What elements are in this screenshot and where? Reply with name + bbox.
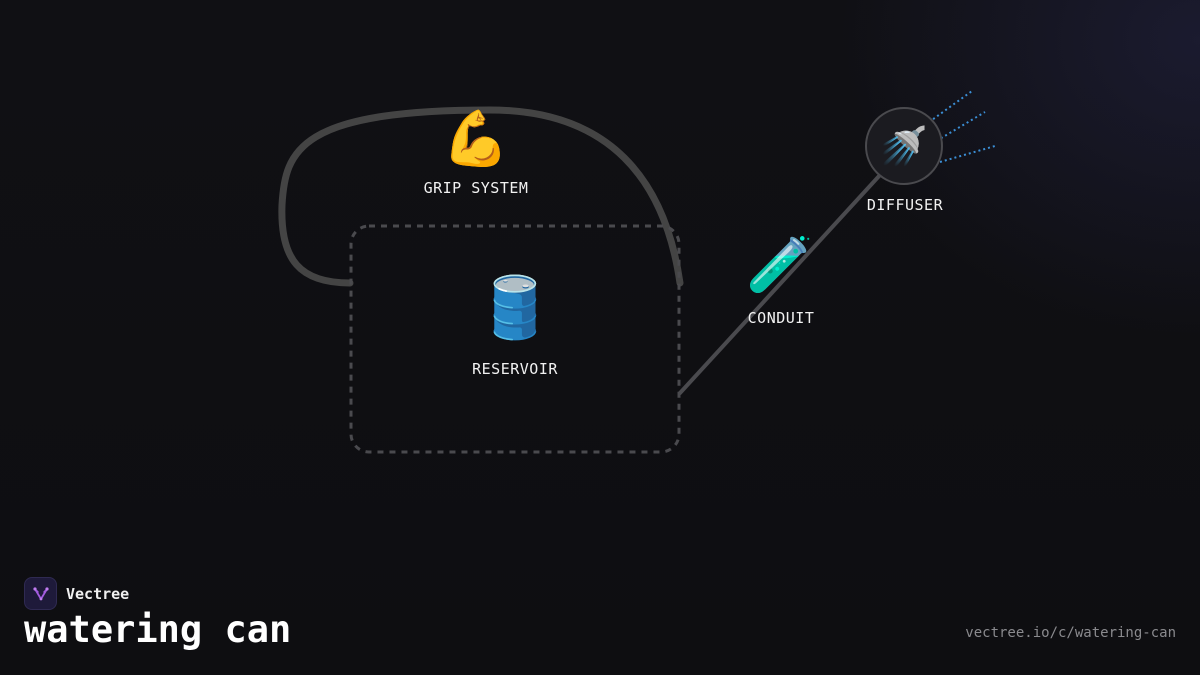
- reservoir-boundary: [349, 224, 681, 454]
- page-title: watering can: [24, 608, 292, 651]
- oil-drum-icon: 🛢️: [477, 273, 553, 343]
- vectree-logo-icon: [24, 577, 57, 610]
- diffuser-node: 🚿: [865, 107, 943, 185]
- brand-name: Vectree: [66, 584, 130, 603]
- spray-line-3: [939, 145, 996, 163]
- shower-head-icon: 🚿: [880, 123, 928, 168]
- grip-handle-curve: [278, 106, 684, 287]
- grip-system-label: GRIP SYSTEM: [423, 179, 529, 197]
- test-tube-icon: 🧪: [746, 233, 814, 296]
- diffuser-label: DIFFUSER: [866, 196, 944, 214]
- page-url[interactable]: vectree.io/c/watering-can: [965, 625, 1176, 641]
- reservoir-label: RESERVOIR: [472, 360, 558, 378]
- conduit-line: [678, 173, 882, 395]
- flexed-biceps-icon: 💪: [442, 107, 510, 170]
- conduit-label: CONDUIT: [747, 309, 815, 327]
- brand: Vectree: [24, 577, 129, 610]
